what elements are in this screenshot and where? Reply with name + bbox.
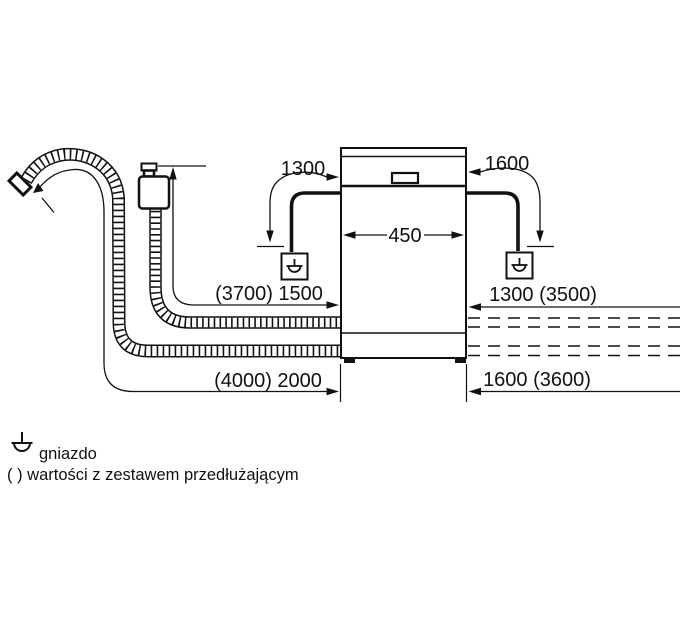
arrow-left-icon [343,231,356,239]
dim-cord-right [468,167,554,248]
label-supply-hose: (3700) 1500 [215,283,323,305]
label-right-upper: 1300 (3500) [489,284,597,306]
aquastop-valve [137,162,171,210]
arrow-left-icon [468,168,481,176]
dim-cord-left [257,171,339,248]
supply-hose [149,205,340,329]
dim-right-lower [465,364,680,402]
arrow-down-icon [266,230,274,243]
arrow-right-icon [326,173,339,181]
arrow-down-left-icon [33,183,44,193]
drain-hose [6,147,340,358]
legend-extension-text: ( ) wartości z zestawem przedłużającym [7,466,299,484]
dim-appliance-width [343,231,464,239]
arrow-left-icon [468,303,481,311]
foot-right [455,358,466,363]
socket-icon [511,258,528,272]
dishwasher [340,147,467,363]
dim-drain-hose [33,168,342,402]
power-cord-right [467,191,520,251]
drain-direction-line [41,197,55,213]
label-cord-left: 1300 [281,158,326,180]
label-cord-right: 1600 [485,153,530,175]
door-handle [390,171,420,185]
label-right-lower: 1600 (3600) [483,369,591,391]
hose-extension-dashed-lines [468,317,680,357]
foot-left [344,358,355,363]
dim-right-upper [468,303,680,311]
label-drain-hose: (4000) 2000 [214,370,322,392]
arrow-right-icon [451,231,464,239]
power-cord-left [289,191,340,252]
dim-supply-hose [158,165,339,309]
drain-hose-end-cap [6,170,34,198]
socket-icon [11,432,33,452]
legend: gniazdo ( ) wartości z zestawem przedłuż… [7,432,299,484]
arrow-right-icon [326,387,339,396]
arrow-up-icon [169,167,177,180]
legend-socket-text: gniazdo [39,445,97,463]
socket-box-right [505,251,534,280]
arrow-right-icon [326,301,339,309]
arrow-left-icon [468,387,481,396]
socket-box-left [280,252,309,281]
label-appliance-width: 450 [388,225,421,247]
socket-icon [286,259,303,273]
arrow-down-icon [536,230,544,243]
